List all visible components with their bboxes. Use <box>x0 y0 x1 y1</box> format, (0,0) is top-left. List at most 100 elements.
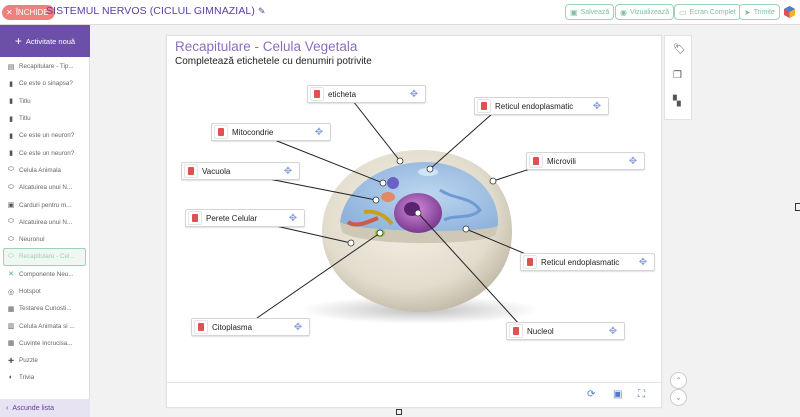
trash-icon[interactable] <box>184 164 198 178</box>
label-box-citoplasma[interactable]: Citoplasma ✥ <box>191 318 310 336</box>
sidebar-item[interactable]: ◐Trivia <box>8 374 35 382</box>
mito-shape <box>346 216 379 227</box>
doc-icon: ▮ <box>9 150 13 158</box>
cards-icon: ▣ <box>7 202 15 210</box>
sidebar-item-active[interactable]: ⬭Recapitulare - Cel... <box>3 248 86 266</box>
close-icon: ✕ <box>6 8 13 17</box>
trash-icon[interactable] <box>477 99 491 113</box>
trash-icon[interactable] <box>194 320 208 334</box>
puzzle-icon: ✚ <box>8 357 14 365</box>
tag-icon: ⬭ <box>8 252 14 260</box>
collapse-list-button[interactable]: ‹ Ascunde lista <box>0 399 90 417</box>
trash-icon[interactable] <box>310 87 324 101</box>
move-icon[interactable]: ✥ <box>283 165 293 177</box>
trash-icon[interactable] <box>214 125 228 139</box>
fullscreen-button[interactable]: ▭Ecran Complet <box>674 4 741 20</box>
sidebar: + Activitate nouă ▤Recapitulare - Tip...… <box>0 25 90 417</box>
label-box-reticul-1[interactable]: Reticul endoplasmatic ✥ <box>474 97 609 115</box>
delete-slide-icon[interactable]: ▚ <box>673 96 681 107</box>
sidebar-item[interactable]: ▮Ce este un neuron? <box>0 144 90 161</box>
sidebar-item[interactable]: ▤Recapitulare - Tip... <box>7 63 74 71</box>
move-icon[interactable]: ✥ <box>608 325 618 337</box>
move-icon[interactable]: ✥ <box>288 212 298 224</box>
sidebar-item[interactable]: ⬭Neuronul <box>8 235 45 244</box>
sidebar-item[interactable]: ⬭Alcatuirea unui N... <box>8 218 73 226</box>
slide-icon: ▤ <box>7 63 15 71</box>
doc-icon: ▮ <box>9 115 13 123</box>
move-icon[interactable]: ✥ <box>314 126 324 138</box>
eye-icon: ◉ <box>620 7 627 17</box>
move-icon[interactable]: ✥ <box>293 321 303 333</box>
move-icon[interactable]: ✥ <box>592 100 602 112</box>
tag-icon[interactable]: 🏷︎ <box>673 44 686 55</box>
save-icon: ▣ <box>570 7 578 17</box>
tag-icon: ⬭ <box>8 235 14 243</box>
grid-icon: ▦ <box>7 340 15 348</box>
tag-icon: ⬭ <box>8 166 14 174</box>
tag-icon: ⬭ <box>8 218 14 226</box>
golgi-shape <box>363 209 394 226</box>
slide-subtitle[interactable]: Completează etichetele cu denumiri potri… <box>175 56 372 67</box>
label-box-nucleol[interactable]: Nucleol ✥ <box>506 322 625 340</box>
label-box-eticheta[interactable]: eticheta ✥ <box>307 85 426 103</box>
label-box-vacuola[interactable]: Vacuola ✥ <box>181 162 300 180</box>
sidebar-item[interactable]: ▦Testarea Cunosti... <box>7 305 72 313</box>
sidebar-item[interactable]: ▥Celula Animata si ... <box>7 322 75 331</box>
close-button[interactable]: ✕ ÎNCHIDE <box>2 5 55 20</box>
expand-icon[interactable]: ⛶ <box>638 389 645 400</box>
resize-handle-right[interactable] <box>795 203 800 211</box>
plus-icon: + <box>14 34 22 48</box>
scroll-down-button[interactable]: ⌄ <box>670 389 687 406</box>
pencil-icon[interactable]: ✎ <box>257 6 266 16</box>
project-title-text: SISTEMUL NERVOS (CICLUL GIMNAZIAL) <box>46 5 255 17</box>
chevron-up-icon: ⌃ <box>675 376 682 385</box>
sidebar-item[interactable]: ✕Componente Neu... <box>8 270 74 279</box>
slide-title[interactable]: Recapitulare - Celula Vegetala <box>175 39 358 54</box>
sidebar-item[interactable]: ✚Puzzle <box>8 357 38 365</box>
doc-icon: ▮ <box>9 98 13 106</box>
copy-icon[interactable]: ❐ <box>673 70 682 81</box>
trash-icon[interactable] <box>509 324 523 338</box>
send-icon: ➤ <box>744 7 751 17</box>
close-label: ÎNCHIDE <box>15 8 49 17</box>
label-box-microvili[interactable]: Microvili ✥ <box>526 152 645 170</box>
label-box-perete-celular[interactable]: Perete Celular ✥ <box>185 209 305 227</box>
doc-icon: ▮ <box>9 80 13 88</box>
right-toolbar: 🏷︎ ❐ ▚ <box>664 35 692 120</box>
sidebar-item[interactable]: ▮Ce este o sinapsa? <box>0 75 90 92</box>
image-icon[interactable]: ▣ <box>613 389 623 400</box>
activity-list: ▤Recapitulare - Tip... ▮Ce este o sinaps… <box>0 58 90 387</box>
move-icon[interactable]: ✥ <box>628 155 638 167</box>
sidebar-item[interactable]: ▮Ce este un neuron? <box>0 127 90 144</box>
refresh-icon[interactable]: ⟳ <box>587 389 596 400</box>
save-button[interactable]: ▣Salvează <box>565 4 615 20</box>
sidebar-item[interactable]: ▦Cuvinte Incrucisa... <box>7 339 73 348</box>
label-box-mitocondrie[interactable]: Mitocondrie ✥ <box>211 123 331 141</box>
sidebar-item[interactable]: ⬭Celula Animala <box>8 166 62 174</box>
scroll-up-button[interactable]: ⌃ <box>670 372 687 389</box>
chart-icon: ▥ <box>7 323 15 331</box>
sidebar-item[interactable]: ⬭Alcatuirea unui N... <box>8 183 73 192</box>
cross-icon: ✕ <box>8 271 14 279</box>
sidebar-item[interactable]: ◎Hotspot <box>7 288 41 296</box>
quiz-icon: ▦ <box>7 305 15 313</box>
sidebar-item[interactable]: ▮Titlu <box>0 110 90 127</box>
label-box-reticul-2[interactable]: Reticul endoplasmatic ✥ <box>520 253 655 271</box>
new-activity-button[interactable]: + Activitate nouă <box>0 25 90 57</box>
canvas-footer: ⟳ ▣ ⛶ <box>167 382 663 407</box>
trash-icon[interactable] <box>523 255 537 269</box>
trash-icon[interactable] <box>529 154 543 168</box>
move-icon[interactable]: ✥ <box>638 256 648 268</box>
trivia-icon: ◐ <box>8 374 14 382</box>
resize-handle-bottom[interactable] <box>396 409 402 415</box>
trash-icon[interactable] <box>188 211 202 225</box>
sidebar-item[interactable]: ▮Titlu <box>0 93 90 110</box>
er-shape <box>439 188 482 222</box>
move-icon[interactable]: ✥ <box>409 88 419 100</box>
project-title[interactable]: SISTEMUL NERVOS (CICLUL GIMNAZIAL)✎ <box>46 5 266 17</box>
organelle-shape <box>381 192 395 202</box>
preview-button[interactable]: ◉Vizualizează <box>615 4 675 20</box>
send-button[interactable]: ➤Trimite <box>739 4 780 20</box>
sidebar-item[interactable]: ▣Carduri pentru m... <box>7 201 72 210</box>
